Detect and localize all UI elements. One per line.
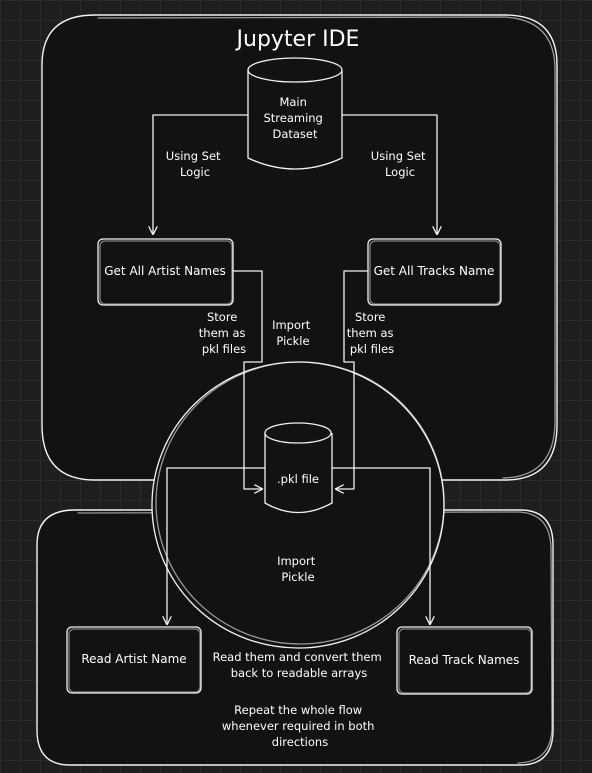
store-pkl-label-left: Store them as pkl files: [199, 310, 249, 356]
arrow-pkl-to-read-tracks: [331, 467, 430, 624]
artist-names-label: Get All Artist Names: [104, 264, 226, 278]
tracks-name-box: Get All Tracks Name: [367, 238, 502, 306]
arrow-artists-to-pkl: [232, 270, 262, 489]
main-dataset-label: Main Streaming Dataset: [263, 95, 326, 141]
arrow-dataset-to-artists: [153, 114, 249, 234]
tracks-name-label: Get All Tracks Name: [374, 264, 495, 278]
store-pkl-label-right: Store them as pkl files: [347, 310, 397, 356]
arrow-pkl-to-read-artist: [167, 467, 266, 624]
main-dataset-node: Main Streaming Dataset: [247, 57, 343, 170]
read-artist-label: Read Artist Name: [81, 652, 186, 666]
pkl-file-node: .pkl file: [264, 422, 333, 514]
pkl-file-label: .pkl file: [277, 472, 319, 486]
set-logic-label-left: Using Set Logic: [166, 149, 224, 179]
read-artist-box: Read Artist Name: [66, 626, 202, 694]
set-logic-label-right: Using Set Logic: [371, 149, 429, 179]
top-panel: [41, 14, 558, 481]
arrow-tracks-to-pkl: [336, 270, 369, 489]
arrow-dataset-to-tracks: [341, 114, 437, 234]
artist-names-box: Get All Artist Names: [97, 238, 234, 306]
import-pickle-label-bottom: Import Pickle: [277, 554, 319, 584]
read-tracks-label: Read Track Names: [409, 653, 520, 667]
read-tracks-box: Read Track Names: [396, 626, 533, 695]
repeat-flow-label: Repeat the whole flow whenever required …: [222, 703, 378, 749]
read-convert-label: Read them and convert them back to reada…: [213, 650, 386, 680]
diagram-title: Jupyter IDE: [235, 27, 360, 52]
import-pickle-label-top: Import Pickle: [272, 318, 314, 348]
